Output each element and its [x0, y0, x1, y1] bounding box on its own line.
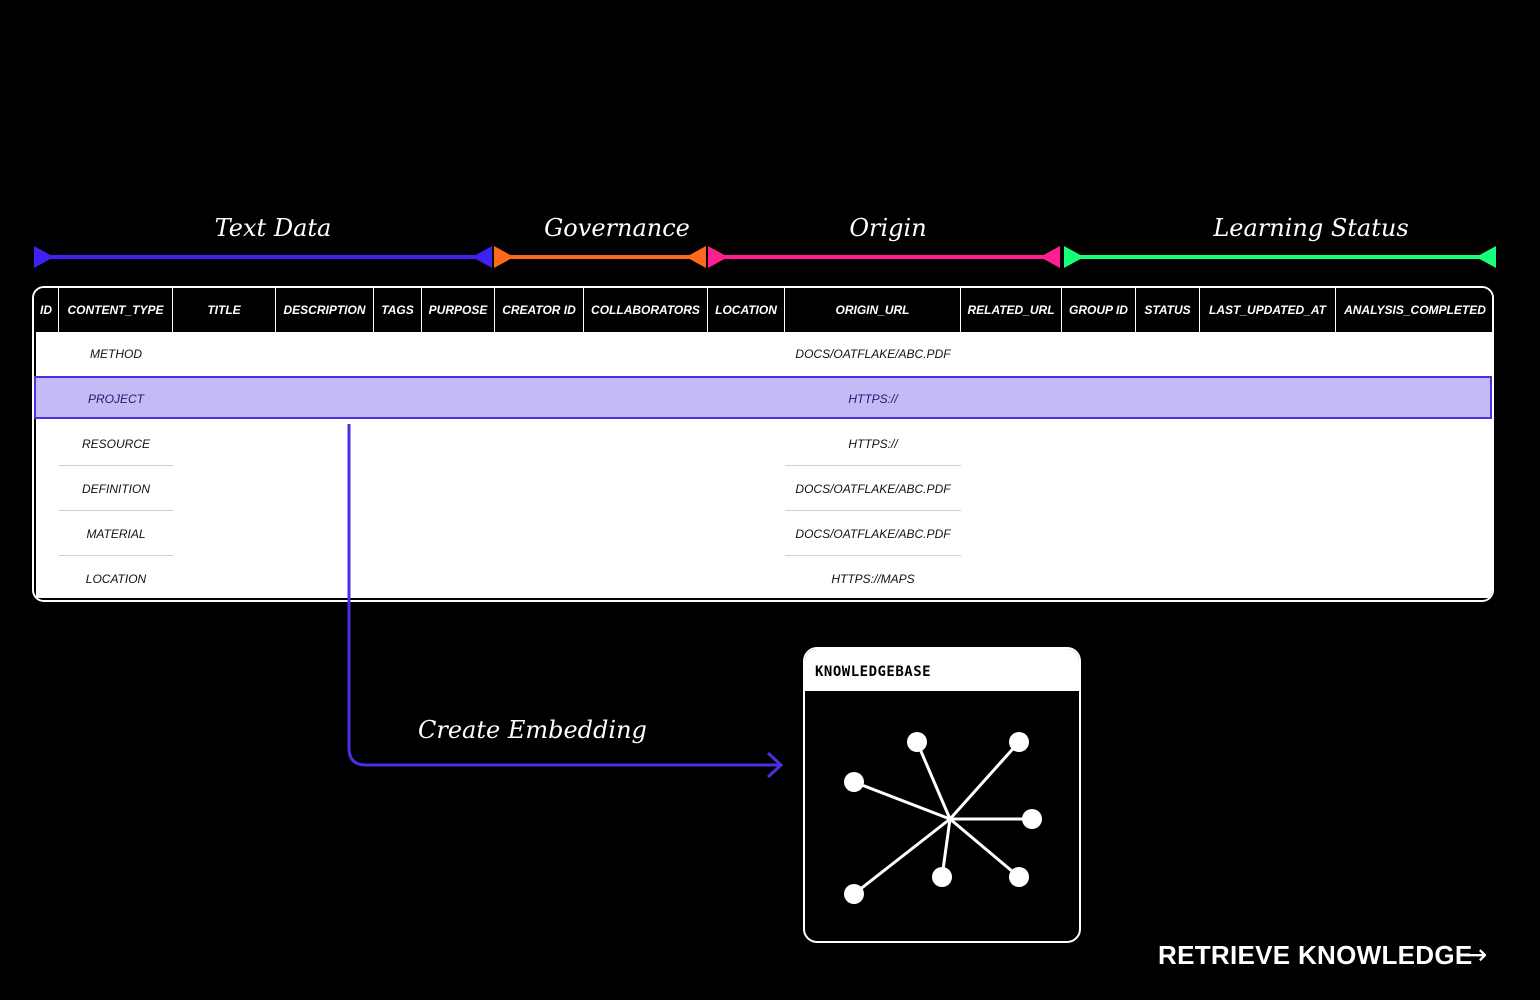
row-divider: [785, 555, 961, 556]
embedding-flow-arrowhead: [766, 751, 784, 779]
table-body: METHOD DOCS/OATFLAKE/ABC.PDF PROJECT HTT…: [34, 332, 1492, 598]
knowledgebase-title: KNOWLEDGEBASE: [805, 649, 1079, 691]
column-header-title[interactable]: TITLE: [173, 288, 276, 332]
group-label-learning-status: Learning Status: [1213, 214, 1409, 242]
graph-node: [844, 884, 864, 904]
column-header-last-updated-at[interactable]: LAST_UPDATED_AT: [1200, 288, 1336, 332]
column-header-status[interactable]: STATUS: [1136, 288, 1200, 332]
cell-origin-url[interactable]: DOCS/OATFLAKE/ABC.PDF: [795, 527, 951, 541]
graph-node: [907, 732, 927, 752]
text-data-end-arrow: [472, 246, 492, 268]
graph-node: [1009, 732, 1029, 752]
text-data-start-arrow: [34, 246, 54, 268]
cell-content-type[interactable]: MATERIAL: [86, 527, 146, 541]
row-divider: [59, 510, 173, 511]
column-header-tags[interactable]: TAGS: [374, 288, 422, 332]
graph-node: [932, 867, 952, 887]
row-divider: [785, 465, 961, 466]
graph-node: [844, 772, 864, 792]
cell-origin-url[interactable]: HTTPS://MAPS: [831, 572, 915, 586]
row-divider: [785, 510, 961, 511]
column-header-collaborators[interactable]: COLLABORATORS: [584, 288, 708, 332]
cell-content-type[interactable]: METHOD: [90, 347, 142, 361]
origin-end-arrow: [1040, 246, 1060, 268]
cell-origin-url[interactable]: HTTPS://: [848, 392, 898, 406]
column-header-origin-url[interactable]: ORIGIN_URL: [785, 288, 961, 332]
create-embedding-label: Create Embedding: [418, 716, 647, 744]
column-header-content-type[interactable]: CONTENT_TYPE: [59, 288, 173, 332]
group-label-governance: Governance: [544, 214, 690, 242]
graph-node: [1022, 809, 1042, 829]
selected-row-highlight[interactable]: [34, 376, 1492, 419]
network-graph-icon: [844, 732, 1042, 904]
cell-content-type[interactable]: PROJECT: [87, 392, 144, 406]
governance-start-arrow: [494, 246, 514, 268]
cell-origin-url[interactable]: DOCS/OATFLAKE/ABC.PDF: [795, 347, 951, 361]
column-header-location[interactable]: LOCATION: [708, 288, 785, 332]
cell-content-type[interactable]: LOCATION: [85, 572, 147, 586]
column-header-related-url[interactable]: RELATED_URL: [961, 288, 1062, 332]
column-header-creator-id[interactable]: CREATOR ID: [495, 288, 584, 332]
column-header-analysis-completed[interactable]: ANALYSIS_COMPLETED: [1344, 303, 1486, 317]
column-header-description[interactable]: DESCRIPTION: [276, 288, 374, 332]
column-header-id[interactable]: ID: [34, 288, 59, 332]
column-header-group-id[interactable]: GROUP ID: [1062, 288, 1136, 332]
group-label-origin: Origin: [849, 214, 927, 242]
cell-origin-url[interactable]: DOCS/OATFLAKE/ABC.PDF: [795, 482, 951, 496]
knowledgebase-panel[interactable]: KNOWLEDGEBASE: [803, 647, 1081, 943]
table-header: ID CONTENT_TYPE TITLE DESCRIPTION TAGS P…: [34, 288, 1492, 332]
group-label-text-data: Text Data: [214, 214, 332, 242]
cell-origin-url[interactable]: HTTPS://: [848, 437, 898, 451]
cell-content-type[interactable]: RESOURCE: [81, 437, 150, 451]
cell-content-type[interactable]: DEFINITION: [82, 482, 150, 496]
row-divider: [59, 465, 173, 466]
column-header-purpose[interactable]: PURPOSE: [422, 288, 495, 332]
governance-end-arrow: [686, 246, 706, 268]
graph-node: [1009, 867, 1029, 887]
learning-status-end-arrow: [1476, 246, 1496, 268]
learning-status-start-arrow: [1064, 246, 1084, 268]
data-table: ID CONTENT_TYPE TITLE DESCRIPTION TAGS P…: [32, 286, 1494, 602]
arrow-right-icon[interactable]: →: [1464, 938, 1488, 971]
origin-start-arrow: [708, 246, 728, 268]
retrieve-knowledge-link[interactable]: RETRIEVE KNOWLEDGE: [1158, 940, 1473, 970]
row-divider: [59, 555, 173, 556]
